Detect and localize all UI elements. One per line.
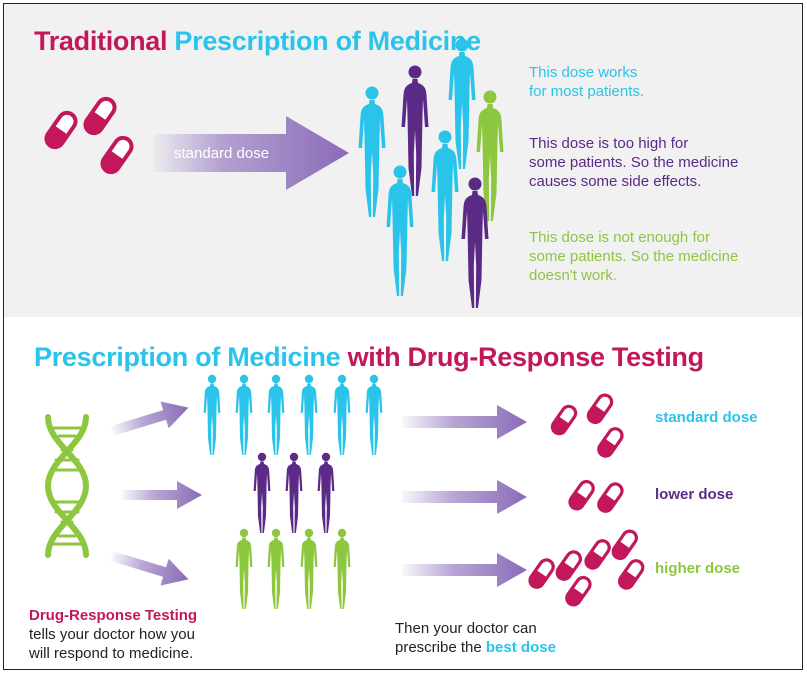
- person-silhouette-icon: [285, 452, 303, 533]
- caption-line: will respond to medicine.: [29, 645, 194, 662]
- capsule-group-top: [41, 38, 504, 308]
- note-line: some patients. So the medicine: [529, 248, 739, 265]
- capsule-icon: [565, 477, 598, 514]
- capsule-icon: [594, 424, 627, 461]
- note-dose-not-enough: This dose is not enough for some patient…: [529, 228, 738, 285]
- person-silhouette-icon: [253, 452, 271, 533]
- right-arrow-icon: [402, 480, 527, 514]
- person-silhouette-icon: [365, 374, 383, 455]
- caption-drug-response: Drug-Response Testing tells your doctor …: [29, 606, 197, 663]
- person-silhouette-icon: [300, 374, 318, 455]
- right-arrow-icon: [402, 553, 527, 587]
- capsule-icon: [615, 556, 648, 593]
- drug-response-title: Prescription of Medicine with Drug-Respo…: [34, 342, 704, 373]
- person-silhouette-icon: [267, 528, 285, 609]
- note-line: some patients. So the medicine: [529, 154, 739, 171]
- person-silhouette-icon: [267, 374, 285, 455]
- panel-divider: [4, 317, 802, 322]
- person-silhouette-icon: [317, 452, 335, 533]
- caption-line: tells your doctor how you: [29, 626, 195, 643]
- title-drug-response-words: with Drug-Response Testing: [347, 342, 705, 372]
- capsule-icon: [552, 547, 585, 584]
- person-silhouette-icon: [235, 528, 253, 609]
- person-silhouette-icon: [203, 374, 221, 455]
- capsule-icon: [594, 479, 627, 516]
- caption-bold-term: Drug-Response Testing: [29, 607, 198, 624]
- note-line: causes some side effects.: [529, 173, 702, 190]
- infographic-frame: Traditional Prescription of Medicine: [3, 3, 803, 670]
- right-arrow-icon: [122, 481, 202, 509]
- caption-best-dose: Then your doctor can prescribe the best …: [395, 619, 556, 657]
- standard-dose-arrow-label: standard dose: [174, 145, 270, 162]
- capsule-icon: [562, 573, 595, 610]
- person-silhouette-icon: [333, 374, 351, 455]
- dose-label-standard: standard dose: [655, 409, 758, 426]
- note-line: This dose is too high for: [529, 135, 689, 152]
- person-silhouette-icon: [300, 528, 318, 609]
- caption-line: prescribe the: [395, 639, 482, 656]
- dose-label-lower: lower dose: [655, 486, 734, 503]
- right-arrow-icon: [107, 394, 193, 445]
- title-prescription-words: Prescription of Medicine: [34, 342, 341, 372]
- capsule-icon: [548, 402, 580, 438]
- person-silhouette-icon: [333, 528, 351, 609]
- right-arrow-icon: [402, 405, 527, 439]
- capsule-icon: [581, 536, 614, 573]
- right-arrow-icon: [107, 542, 193, 593]
- dose-label-higher: higher dose: [655, 560, 741, 577]
- note-line: for most patients.: [529, 83, 645, 100]
- note-dose-works: This dose works for most patients.: [529, 63, 644, 101]
- note-line: doesn't work.: [529, 267, 617, 284]
- person-silhouette-icon: [235, 374, 253, 455]
- standard-dose-arrow: [154, 116, 349, 190]
- title-traditional-word: Traditional: [34, 26, 168, 56]
- capsule-icon: [584, 390, 616, 427]
- note-line: This dose is not enough for: [529, 229, 710, 246]
- capsule-icon: [608, 526, 641, 563]
- note-line: This dose works: [529, 64, 638, 81]
- dna-helix-icon: [44, 414, 90, 558]
- capsule-icon: [525, 555, 558, 592]
- traditional-title: Traditional Prescription of Medicine: [34, 26, 481, 57]
- caption-best-dose-term: best dose: [485, 639, 556, 656]
- title-prescription-words: Prescription of Medicine: [174, 26, 481, 56]
- caption-line: Then your doctor can: [395, 620, 537, 637]
- note-dose-too-high: This dose is too high for some patients.…: [529, 134, 738, 191]
- drug-response-diagram: [44, 374, 648, 610]
